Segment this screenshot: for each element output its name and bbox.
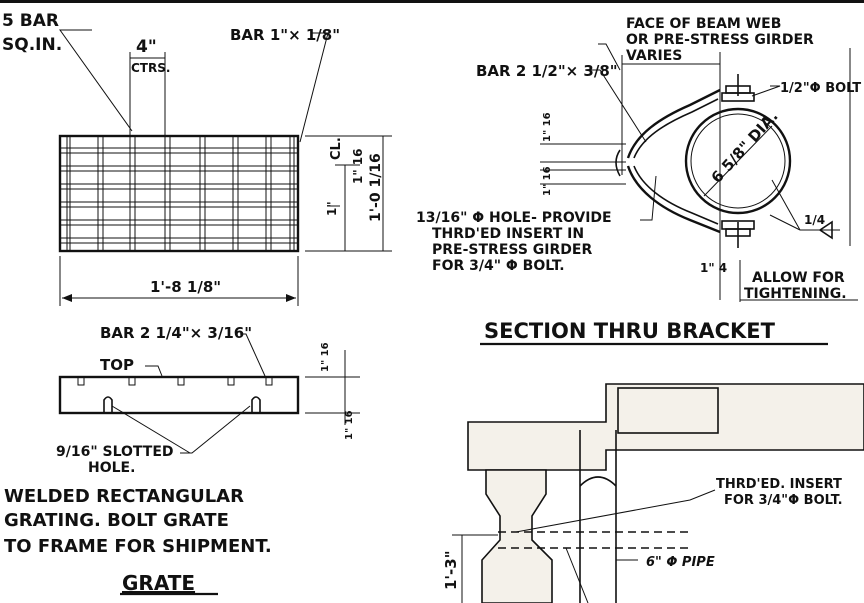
grate-side-view <box>58 333 360 454</box>
hole-line-3: PRE-STRESS GIRDER <box>432 242 592 258</box>
slot-label-1: 9/16" SLOTTED <box>56 444 174 460</box>
width-dim: 1'-8 1/8" <box>150 278 221 296</box>
insert-line-1: THRD'ED. INSERT <box>716 477 842 492</box>
bracket-dim-a: 1" 16 <box>542 112 553 142</box>
cl-label: CL. <box>329 137 344 160</box>
note-line-3: TO FRAME FOR SHIPMENT. <box>4 536 272 557</box>
grate-plan-view <box>58 29 392 306</box>
bar-bottom-label: BAR 2 1/4"× 3/16" <box>100 324 252 342</box>
hole-line-2: THRD'ED INSERT IN <box>432 226 584 242</box>
face-line-2: OR PRE-STRESS GIRDER <box>626 32 814 48</box>
dim-side-a: 1" 16 <box>320 342 331 372</box>
spacing-value: 4" <box>136 37 157 57</box>
weld-dim: 1/4 <box>804 213 825 227</box>
slot-label-2: HOLE. <box>88 460 135 476</box>
bracket-title: SECTION THRU BRACKET <box>484 319 776 343</box>
dim-right-a: 1" 16 <box>351 149 365 184</box>
bolt-label: 1/2"Φ BOLT <box>780 81 861 96</box>
dim-right-b: 1'-0 1/16 <box>368 153 384 222</box>
varies-label: VARIES <box>626 48 682 64</box>
bracket-bar-label: BAR 2 1/2"× 3/8" <box>476 62 618 80</box>
label-bar-top: 5 BAR <box>2 11 59 31</box>
dim-left-1: 1" <box>325 201 339 216</box>
bar-top-label: BAR 1"× 1/8" <box>230 26 340 44</box>
hole-line-1: 13/16" Φ HOLE- PROVIDE <box>416 210 612 226</box>
pipe-label: 6" Φ PIPE <box>646 555 715 570</box>
note-line-2: GRATING. BOLT GRATE <box>4 510 229 531</box>
dim-side-b: 1" 16 <box>344 410 355 440</box>
bracket-dim-b: 1" 16 <box>542 166 553 196</box>
note-line-1: WELDED RECTANGULAR <box>4 486 244 507</box>
allow-line-2: TIGHTENING. <box>744 286 847 302</box>
grate-title: GRATE <box>122 571 195 595</box>
bracket-section <box>480 43 858 346</box>
pipe-detail <box>452 383 864 603</box>
label-sq-in: SQ.IN. <box>2 35 62 55</box>
allow-line-1: ALLOW FOR <box>752 270 845 286</box>
top-label: TOP <box>100 356 134 374</box>
face-line-1: FACE OF BEAM WEB <box>626 16 781 32</box>
spacing-unit: CTRS. <box>131 61 170 75</box>
tighten-dim: 1" 4 <box>700 261 727 275</box>
height-dim: 1'-3" <box>442 550 460 590</box>
hole-line-4: FOR 3/4" Φ BOLT. <box>432 258 565 274</box>
insert-line-2: FOR 3/4"Φ BOLT. <box>724 493 843 508</box>
